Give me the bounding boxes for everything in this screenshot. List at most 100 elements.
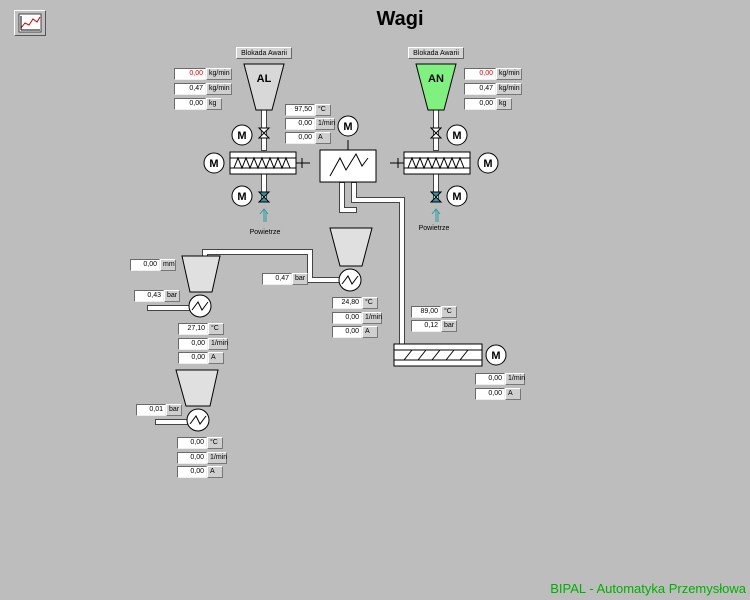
mixer1-level-readout: 0,00 mm — [130, 259, 176, 271]
readout-value: 0,00 — [174, 98, 206, 110]
an-flow-setpoint-readout: 0,00 kg/min — [464, 68, 522, 80]
motor-screw-label: M — [491, 350, 500, 362]
mixer3-hopper — [175, 369, 219, 407]
al-weight-readout: 0,00 kg — [174, 98, 222, 110]
mixer3-speed-readout: 0,00 1/min — [177, 452, 227, 464]
al-flow-readout: 0,47 kg/min — [174, 83, 232, 95]
page-title: Wagi — [376, 8, 424, 30]
readout-value: 0,00 — [332, 312, 362, 324]
mixer2-hopper — [329, 227, 373, 267]
mixer2-speed-readout: 0,00 1/min — [332, 312, 382, 324]
motor-heater-label: M — [343, 121, 352, 133]
motor-an-right[interactable]: M — [477, 152, 499, 174]
motor-al-bottom-label: M — [237, 191, 246, 203]
hopper-an-label: AN — [428, 73, 444, 85]
readout-unit: 1/min — [208, 338, 228, 350]
motor-heater[interactable]: M — [337, 115, 359, 137]
readout-value: 0,00 — [332, 326, 362, 338]
valve-an-top[interactable] — [429, 127, 443, 139]
readout-unit: bar — [292, 273, 308, 285]
mixer2-temperature-readout: 24,80 °C — [332, 297, 378, 309]
chart-icon — [18, 13, 42, 33]
motor-an-top-label: M — [452, 130, 461, 142]
motor-al-left[interactable]: M — [203, 152, 225, 174]
motor-an-bottom-label: M — [452, 191, 461, 203]
readout-value: 0,47 — [262, 273, 292, 285]
air-label-al: Powietrze — [250, 229, 281, 236]
readout-value: 0,00 — [174, 68, 206, 80]
mixer1-speed-readout: 0,00 1/min — [178, 338, 228, 350]
conveyor-al — [229, 151, 310, 175]
readout-unit: 1/min — [315, 118, 335, 130]
readout-value: 0,00 — [285, 118, 315, 130]
mixer3-rotor[interactable] — [186, 408, 210, 432]
readout-value: 0,00 — [177, 452, 207, 464]
motor-an-top[interactable]: M — [446, 124, 468, 146]
block-button-al[interactable]: Blokada Awarii — [236, 47, 292, 59]
screw-speed-readout: 0,00 1/min — [475, 373, 525, 385]
valve-al-bottom[interactable] — [257, 191, 271, 203]
readout-unit: kg/min — [496, 83, 522, 95]
mixer1-rotor[interactable] — [188, 294, 212, 318]
valve-al-top[interactable] — [257, 127, 271, 139]
readout-unit: °C — [315, 104, 331, 116]
motor-al-top-label: M — [237, 130, 246, 142]
readout-value: 0,01 — [136, 404, 166, 416]
readout-value: 0,00 — [475, 373, 505, 385]
chart-button[interactable] — [14, 10, 46, 36]
footer-brand: BIPAL - Automatyka Przemysłowa — [550, 581, 746, 596]
screw-current-readout: 0,00 A — [475, 388, 521, 400]
readout-value: 0,00 — [475, 388, 505, 400]
air-arrow-an-icon — [431, 208, 441, 222]
readout-unit: A — [207, 466, 223, 478]
readout-value: 0,00 — [178, 338, 208, 350]
motor-screw[interactable]: M — [485, 344, 507, 366]
motor-al-left-label: M — [209, 158, 218, 170]
mixer1-temperature-readout: 27,10 °C — [178, 323, 224, 335]
mixer1-pressure-readout: 0,43 bar — [134, 290, 180, 302]
readout-value: 0,00 — [464, 68, 496, 80]
motor-al-top[interactable]: M — [231, 124, 253, 146]
mixer1-current-readout: 0,00 A — [178, 352, 224, 364]
readout-unit: mm — [160, 259, 176, 271]
screw-extruder — [393, 343, 483, 367]
readout-value: 0,00 — [177, 466, 207, 478]
hopper-al: AL — [243, 63, 285, 111]
readout-value: 0,43 — [134, 290, 164, 302]
readout-unit: bar — [164, 290, 180, 302]
mixer3-pressure-readout: 0,01 bar — [136, 404, 182, 416]
readout-unit: kg/min — [206, 68, 232, 80]
motor-an-bottom[interactable]: M — [446, 185, 468, 207]
readout-value: 97,50 — [285, 104, 315, 116]
hopper-an: AN — [415, 63, 457, 111]
readout-value: 27,10 — [178, 323, 208, 335]
screw-temperature-readout: 89,00 °C — [411, 306, 457, 318]
readout-unit: bar — [441, 320, 457, 332]
readout-unit: kg/min — [206, 83, 232, 95]
readout-value: 89,00 — [411, 306, 441, 318]
readout-unit: A — [315, 132, 331, 144]
motor-al-bottom[interactable]: M — [231, 185, 253, 207]
mixer2-rotor[interactable] — [338, 268, 362, 292]
valve-an-bottom[interactable] — [429, 191, 443, 203]
an-weight-readout: 0,00 kg — [464, 98, 512, 110]
readout-unit: kg — [496, 98, 512, 110]
readout-value: 0,00 — [464, 98, 496, 110]
mixer3-current-readout: 0,00 A — [177, 466, 223, 478]
readout-unit: A — [362, 326, 378, 338]
readout-value: 0,47 — [174, 83, 206, 95]
mixer1-hopper — [181, 255, 221, 293]
al-flow-setpoint-readout: 0,00 kg/min — [174, 68, 232, 80]
block-button-an[interactable]: Blokada Awarii — [408, 47, 464, 59]
screw-pressure-readout: 0,12 bar — [411, 320, 457, 332]
heater-speed-readout: 0,00 1/min — [285, 118, 335, 130]
readout-value: 0,00 — [285, 132, 315, 144]
readout-unit: °C — [208, 323, 224, 335]
an-flow-readout: 0,47 kg/min — [464, 83, 522, 95]
readout-unit: bar — [166, 404, 182, 416]
readout-unit: 1/min — [207, 452, 227, 464]
mixer2-pressure-readout: 0,47 bar — [262, 273, 308, 285]
readout-unit: °C — [362, 297, 378, 309]
